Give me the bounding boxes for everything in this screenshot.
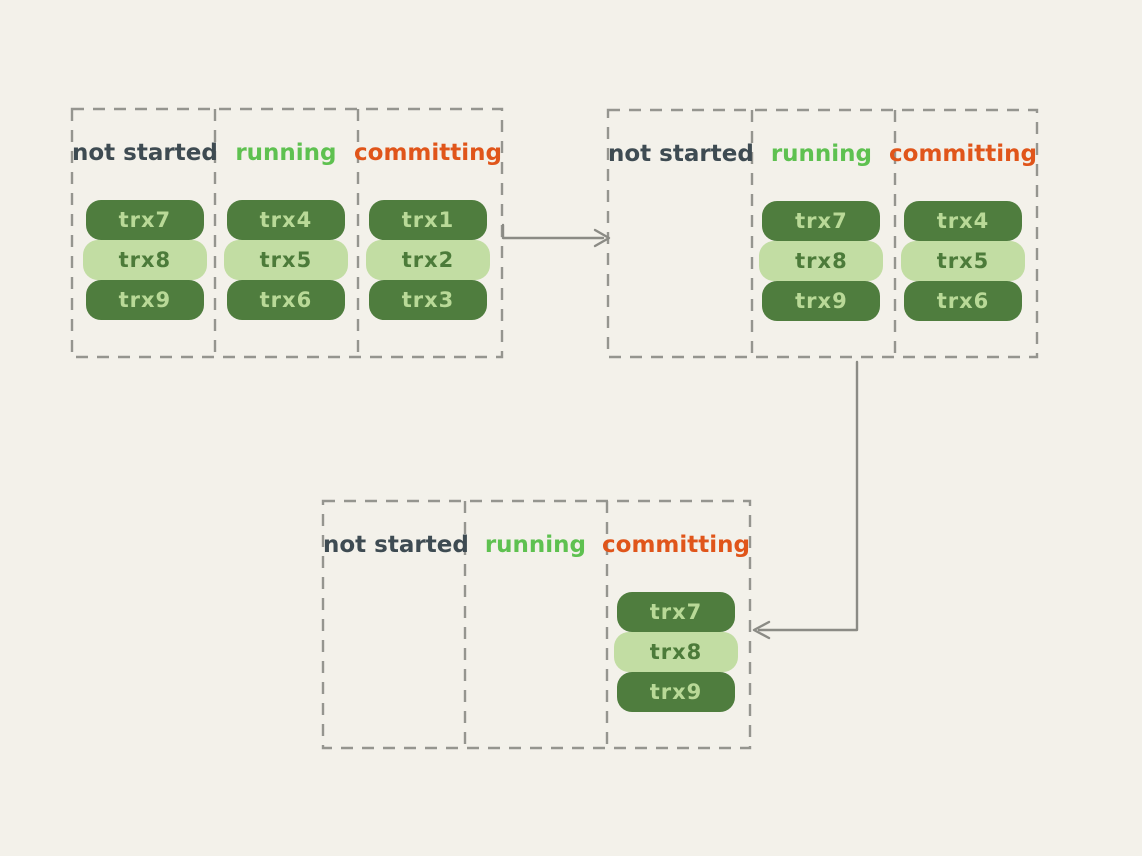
pill-stack: trx7 trx8 trx9 [614, 592, 739, 712]
state-panel-2: not started running trx7 trx8 trx9 commi… [608, 110, 1037, 357]
panel-1-column-committing: committing trx1 trx2 trx3 [354, 109, 502, 357]
column-label-running: running [770, 141, 872, 167]
state-panel-1: not started trx7 trx8 trx9 running trx4 … [72, 109, 502, 357]
panel-2-frame [606, 108, 1039, 359]
transaction-pill: trx1 [369, 200, 488, 240]
pill-stack: trx7 trx8 trx9 [82, 200, 207, 320]
column-label-running: running [235, 140, 337, 166]
transaction-pill: trx6 [904, 281, 1023, 321]
transaction-pill: trx8 [614, 632, 739, 672]
panel-3-column-committing: committing trx7 trx8 trx9 [602, 501, 750, 748]
panel-1-column-running: running trx4 trx5 trx6 [218, 109, 354, 357]
pill-stack: trx7 trx8 trx9 [759, 201, 884, 321]
transaction-pill: trx7 [762, 201, 881, 241]
panel-2-column-not-started: not started [608, 110, 754, 357]
panel-1-column-not-started: not started trx7 trx8 trx9 [72, 109, 218, 357]
transaction-pill: trx2 [366, 240, 491, 280]
transaction-pill: trx9 [85, 280, 204, 320]
column-label-committing: committing [889, 141, 1037, 167]
transaction-pill: trx5 [223, 240, 348, 280]
transaction-pill: trx9 [762, 281, 881, 321]
pill-stack: trx4 trx5 trx6 [901, 201, 1026, 321]
transaction-pill: trx5 [901, 241, 1026, 281]
transaction-pill: trx4 [904, 201, 1023, 241]
panel-3-column-running: running [469, 501, 602, 748]
column-label-running: running [484, 532, 586, 558]
pill-stack: trx4 trx5 trx6 [223, 200, 348, 320]
panel-2-column-committing: committing trx4 trx5 trx6 [889, 110, 1037, 357]
transaction-pill: trx6 [226, 280, 345, 320]
arrow-right-head-icon [593, 228, 611, 248]
transaction-pill: trx4 [226, 200, 345, 240]
panel-3-frame [321, 499, 752, 750]
column-label-committing: committing [602, 532, 750, 558]
pill-stack: trx1 trx2 trx3 [366, 200, 491, 320]
arrow-left-head-icon [752, 620, 771, 640]
column-label-committing: committing [354, 140, 502, 166]
flow-arrows [501, 223, 859, 640]
transaction-pill: trx8 [759, 241, 884, 281]
panel-3-column-not-started: not started [323, 501, 469, 748]
column-label-not-started: not started [323, 532, 469, 558]
transaction-pill: trx7 [617, 592, 736, 632]
panel-2-column-running: running trx7 trx8 trx9 [754, 110, 889, 357]
column-label-not-started: not started [72, 140, 218, 166]
state-panel-3: not started running committing trx7 trx8… [323, 501, 750, 748]
arrow-state1-to-state2 [501, 223, 605, 240]
transaction-pill: trx7 [85, 200, 204, 240]
transaction-pill: trx3 [369, 280, 488, 320]
transaction-pill: trx9 [617, 672, 736, 712]
transaction-pill: trx8 [82, 240, 207, 280]
arrow-state2-to-state3 [757, 360, 859, 632]
column-label-not-started: not started [608, 141, 754, 167]
